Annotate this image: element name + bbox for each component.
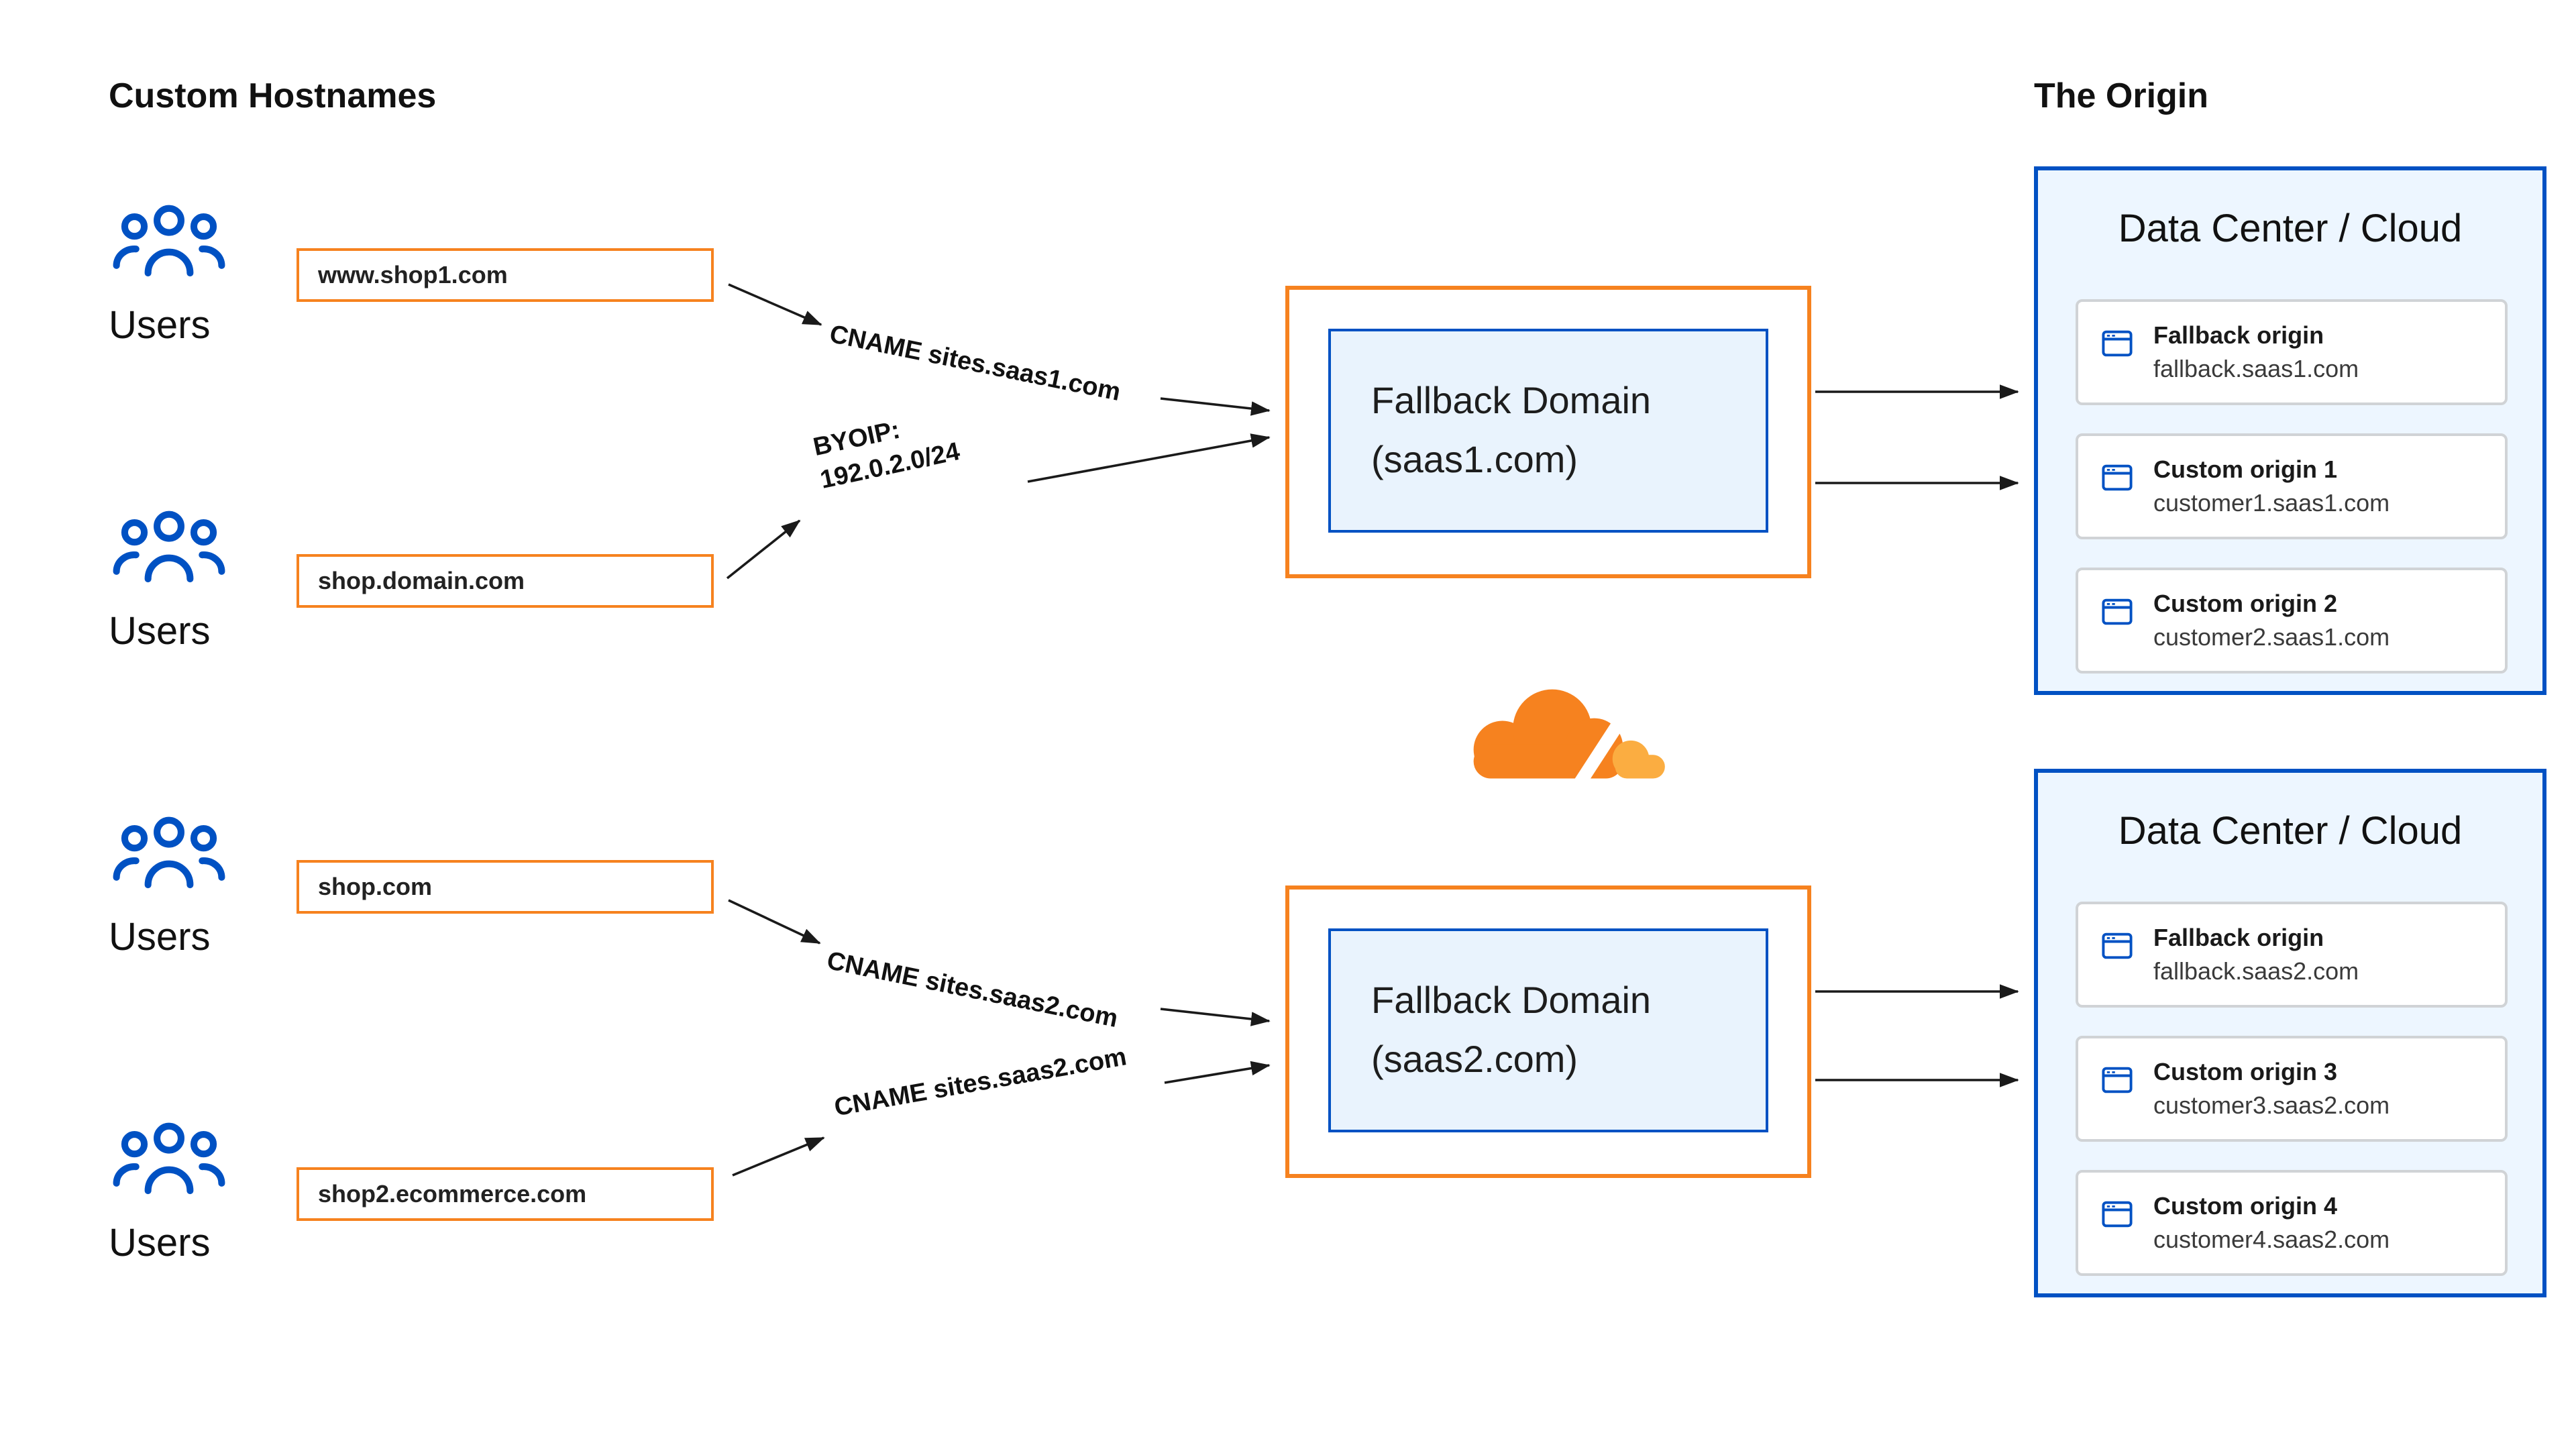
users-icon — [113, 205, 225, 277]
origin-card-custom4: Custom origin 4 customer4.saas2.com — [2076, 1170, 2508, 1276]
users-icon — [113, 511, 225, 583]
fallback-domain-line1: Fallback Domain — [1371, 979, 1652, 1021]
origin-name: Custom origin 2 — [2153, 590, 2338, 616]
fallback-domain-inner: Fallback Domain (saas1.com) — [1328, 329, 1768, 533]
users-label: Users — [109, 610, 211, 653]
origin-card-custom1: Custom origin 1 customer1.saas1.com — [2076, 433, 2508, 539]
origin-name: Custom origin 1 — [2153, 455, 2338, 482]
origin-host: customer3.saas2.com — [2153, 1091, 2390, 1118]
hostname-text: shop.domain.com — [318, 567, 525, 594]
hostname-text: shop2.ecommerce.com — [318, 1180, 587, 1207]
cloudflare-cloud-icon — [1424, 689, 1673, 792]
origin-card-custom3: Custom origin 3 customer3.saas2.com — [2076, 1036, 2508, 1142]
origin-name: Fallback origin — [2153, 924, 2324, 951]
browser-window-icon — [2102, 1066, 2133, 1093]
browser-window-icon — [2102, 464, 2133, 490]
origin-host: fallback.saas1.com — [2153, 355, 2359, 382]
users-label: Users — [109, 916, 211, 959]
edge-label-cname-saas2-a: CNAME sites.saas2.com — [824, 947, 1120, 1034]
users-group-1: Users — [109, 204, 270, 349]
browser-window-icon — [2102, 598, 2133, 625]
fallback-domain-box-saas2: Fallback Domain (saas2.com) — [1285, 885, 1811, 1178]
origin-name: Custom origin 3 — [2153, 1058, 2338, 1085]
users-group-3: Users — [109, 816, 270, 961]
hostname-box-www-shop1: www.shop1.com — [297, 248, 714, 302]
origin-host: fallback.saas2.com — [2153, 957, 2359, 984]
fallback-domain-line2: (saas2.com) — [1371, 1038, 1578, 1080]
datacenter-box-2: Data Center / Cloud Fallback origin fall… — [2034, 769, 2546, 1297]
edge-label-cname-saas1: CNAME sites.saas1.com — [826, 320, 1123, 408]
fallback-domain-inner: Fallback Domain (saas2.com) — [1328, 928, 1768, 1132]
datacenter-origin-list: Fallback origin fallback.saas1.com Custo… — [2076, 299, 2508, 674]
users-label: Users — [109, 305, 211, 347]
origin-host: customer1.saas1.com — [2153, 489, 2390, 516]
hostname-text: www.shop1.com — [318, 261, 508, 288]
origin-card-fallback-saas1: Fallback origin fallback.saas1.com — [2076, 299, 2508, 405]
origin-host: customer4.saas2.com — [2153, 1226, 2390, 1252]
browser-window-icon — [2102, 1200, 2133, 1227]
section-title-the-origin: The Origin — [2034, 75, 2208, 115]
hostname-box-shop2-ecommerce: shop2.ecommerce.com — [297, 1167, 714, 1221]
origin-card-fallback-saas2: Fallback origin fallback.saas2.com — [2076, 902, 2508, 1008]
users-label: Users — [109, 1222, 211, 1265]
users-group-4: Users — [109, 1122, 270, 1267]
users-group-2: Users — [109, 510, 270, 655]
fallback-domain-line2: (saas1.com) — [1371, 439, 1578, 480]
edge-label-byoip: BYOIP: 192.0.2.0/24 — [810, 416, 963, 495]
users-icon — [113, 1122, 225, 1195]
browser-window-icon — [2102, 329, 2133, 356]
datacenter-origin-list: Fallback origin fallback.saas2.com Custo… — [2076, 902, 2508, 1276]
origin-host: customer2.saas1.com — [2153, 623, 2390, 650]
browser-window-icon — [2102, 932, 2133, 959]
datacenter-box-1: Data Center / Cloud Fallback origin fall… — [2034, 166, 2546, 695]
origin-card-custom2: Custom origin 2 customer2.saas1.com — [2076, 568, 2508, 674]
datacenter-title: Data Center / Cloud — [2118, 208, 2463, 251]
users-icon — [113, 816, 225, 889]
hostname-box-shop-domain: shop.domain.com — [297, 554, 714, 608]
fallback-domain-line1: Fallback Domain — [1371, 380, 1652, 421]
hostname-text: shop.com — [318, 873, 433, 900]
section-title-custom-hostnames: Custom Hostnames — [109, 75, 437, 115]
hostname-box-shop: shop.com — [297, 860, 714, 914]
fallback-domain-box-saas1: Fallback Domain (saas1.com) — [1285, 286, 1811, 578]
origin-name: Custom origin 4 — [2153, 1192, 2338, 1219]
datacenter-title: Data Center / Cloud — [2118, 810, 2463, 853]
cloudflare-logo — [1424, 679, 1673, 798]
origin-name: Fallback origin — [2153, 321, 2324, 348]
edge-label-cname-saas2-b: CNAME sites.saas2.com — [832, 1043, 1129, 1123]
